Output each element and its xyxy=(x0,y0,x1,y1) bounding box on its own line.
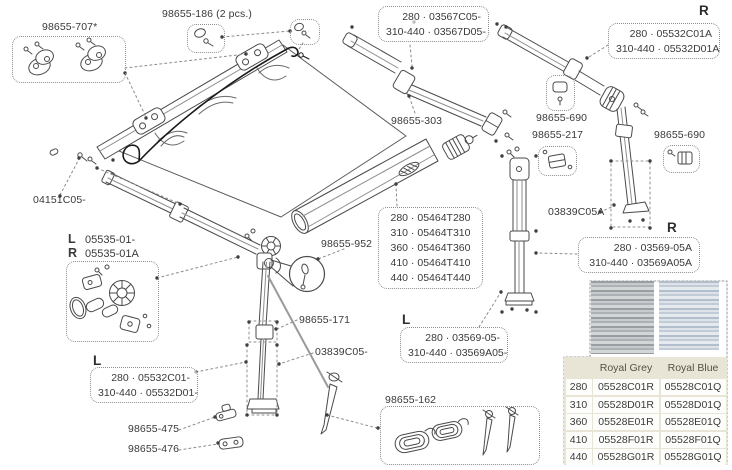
part-label-98655-303: 98655-303 xyxy=(391,115,443,127)
tiedown-strap-and-peg xyxy=(267,275,343,435)
parts-box-98655-707 xyxy=(12,36,126,83)
parts-box-98655-186-b xyxy=(290,19,320,45)
side-marker-r: R xyxy=(68,246,78,260)
part-label-98655-162: 98655-162 xyxy=(385,394,437,406)
callout-line: 360 · 05464T360 xyxy=(390,242,471,254)
callout-line: 410 · 05464T410 xyxy=(390,257,471,269)
callout-line: 310 · 05464T310 xyxy=(390,227,471,239)
small-fixing-parts xyxy=(23,22,693,456)
table-cell-grey: 05528C01R xyxy=(593,379,659,395)
callout-line: 310-440 · 03569A05A xyxy=(589,256,692,269)
fabric-swatch-royal-blue xyxy=(659,281,719,350)
side-marker-l-mid: L xyxy=(402,312,411,327)
leader-lines xyxy=(59,30,615,451)
tension-rafter-arm xyxy=(342,32,514,141)
table-cell-grey: 05528G01R xyxy=(593,449,659,465)
part-label-98655-186: 98655-186 (2 pcs.) xyxy=(162,8,252,20)
callout-line: 310-440 · 03569A05- xyxy=(408,346,508,359)
callout-line: 280 · 05532C01A xyxy=(629,28,712,40)
side-marker-r-mid: R xyxy=(667,220,677,235)
parts-box-98655-162 xyxy=(380,406,540,465)
fabric-color-table: Royal Grey Royal Blue 280 05528C01R 0552… xyxy=(564,357,727,465)
side-marker-r-top: R xyxy=(699,3,709,18)
part-label-98655-217: 98655-217 xyxy=(532,129,584,141)
table-cell-size: 280 xyxy=(565,379,592,395)
callout-box-03567: 280 · 03567C05- 310-440 · 03567D05- xyxy=(378,6,489,42)
part-label-98655-952: 98655-952 xyxy=(321,238,373,250)
table-cell-size: 440 xyxy=(565,449,592,465)
side-marker-l: L xyxy=(68,232,76,246)
table-cell-blue: 05528G01Q xyxy=(660,449,726,465)
table-cell-size: 310 xyxy=(565,396,592,413)
callout-line: 280 · 03569-05- xyxy=(425,332,500,344)
detail-magnifier-952 xyxy=(270,255,326,293)
callout-box-05464: 280 · 05464T280 310 · 05464T310 360 · 05… xyxy=(378,207,483,289)
fabric-swatch-royal-grey xyxy=(591,281,654,354)
table-corner-cell xyxy=(566,359,592,378)
callout-line: 280 · 03567C05- xyxy=(402,11,481,23)
parts-box-05535 xyxy=(66,261,159,342)
table-cell-blue: 05528E01Q xyxy=(660,414,726,430)
parts-box-98655-690-b xyxy=(663,145,700,173)
left-shoulder-knuckle xyxy=(244,228,281,274)
part-label-98655-707: 98655-707* xyxy=(42,21,98,33)
part-label-98655-690-b: 98655-690 xyxy=(654,129,706,141)
parts-box-98655-690-a xyxy=(546,75,575,111)
part-label-03839C05A: 03839C05A xyxy=(548,206,605,218)
roller-tube xyxy=(291,134,478,234)
callout-line: 280 · 05532C01- xyxy=(111,372,190,384)
table-cell-grey: 05528F01R xyxy=(593,431,659,448)
part-label-98655-475: 98655-475 xyxy=(128,423,180,435)
part-label-04151C05: 04151C05- xyxy=(33,194,86,206)
table-cell-grey: 05528E01R xyxy=(593,414,659,430)
callout-lr-05535: L 05535-01- R 05535-01A xyxy=(68,233,139,261)
callout-box-03569-left: 280 · 03569-05- 310-440 · 03569A05- xyxy=(400,327,508,363)
table-header-royal-blue: Royal Blue xyxy=(667,362,719,374)
table-cell-blue: 05528F01Q xyxy=(660,431,726,448)
lead-bar xyxy=(96,39,288,160)
callout-line: R 05535-01A xyxy=(68,247,139,261)
callout-line: 310-440 · 05532D01A xyxy=(616,42,720,55)
leader-dots xyxy=(58,20,652,445)
roller-end-cap-gear xyxy=(442,134,478,160)
part-label-98655-476: 98655-476 xyxy=(128,443,180,455)
callout-line: 280 · 03569-05A xyxy=(613,242,692,254)
callout-line: 310-440 · 03567D05- xyxy=(386,25,486,38)
table-cell-size: 360 xyxy=(565,414,592,430)
support-leg-complete xyxy=(504,146,535,312)
tube-label-patch xyxy=(398,161,420,177)
callout-box-05532-left: 280 · 05532C01- 310-440 · 05532D01- xyxy=(90,367,198,403)
part-number: 05535-01- xyxy=(85,234,136,246)
table-cell-blue: 05528C01Q xyxy=(660,379,726,395)
callout-line: 440 · 05464T440 xyxy=(390,272,471,284)
table-cell-grey: 05528D01R xyxy=(593,396,659,413)
part-number: 05535-01A xyxy=(85,248,139,260)
table-cell-size: 410 xyxy=(565,431,592,448)
parts-box-98655-217 xyxy=(538,146,577,176)
awning-cable xyxy=(122,46,310,165)
callout-line: L 05535-01- xyxy=(68,233,139,247)
right-elbow-gear xyxy=(599,86,625,112)
part-label-03839C05: 03839C05- xyxy=(315,346,368,358)
left-support-leg xyxy=(246,261,280,416)
part-label-98655-690-a: 98655-690 xyxy=(536,112,588,124)
parts-box-98655-186-a xyxy=(187,24,225,53)
callout-box-03569-right: 280 · 03569-05A 310-440 · 03569A05A xyxy=(578,237,700,273)
table-header-royal-grey: Royal Grey xyxy=(599,362,653,374)
left-spring-arm xyxy=(96,167,261,255)
table-cell-blue: 05528D01Q xyxy=(660,396,726,413)
callout-line: 310-440 · 05532D01- xyxy=(98,386,198,399)
side-marker-l-bot: L xyxy=(93,353,102,368)
right-arm-assembly xyxy=(497,24,651,228)
callout-line: 280 · 05464T280 xyxy=(390,212,471,224)
callout-box-05532-right: 280 · 05532C01A 310-440 · 05532D01A xyxy=(608,23,720,59)
part-label-98655-171: 98655-171 xyxy=(299,314,351,326)
